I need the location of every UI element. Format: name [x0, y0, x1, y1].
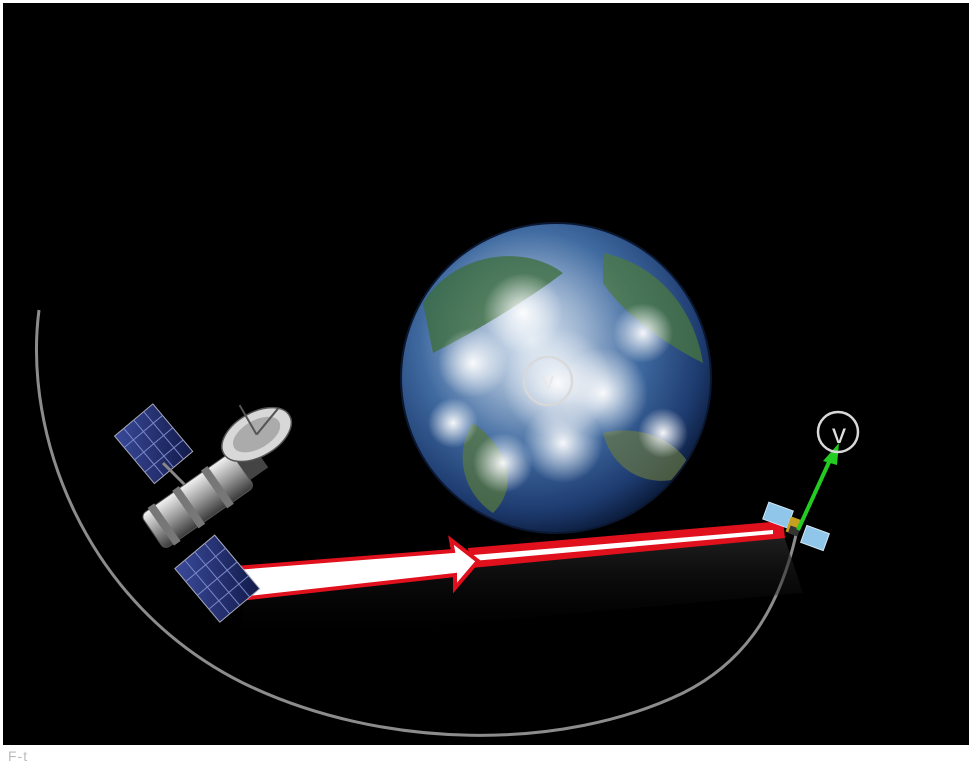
orbit-arc [35, 309, 798, 737]
signal-beam [232, 521, 785, 602]
earth-globe [400, 222, 712, 534]
large-satellite [113, 403, 293, 623]
orbit-scene: v [35, 222, 860, 737]
earth-rotation-symbol: v [522, 355, 574, 407]
beam-shadow [243, 533, 803, 643]
bottom-caption: F-t [8, 748, 29, 764]
small-satellite [762, 501, 830, 552]
space-background: v [3, 3, 969, 745]
velocity-symbol: v [816, 410, 860, 454]
velocity-arrow [796, 443, 839, 531]
earth-v-label: v [542, 368, 554, 395]
satellite-v-label: v [832, 418, 846, 449]
